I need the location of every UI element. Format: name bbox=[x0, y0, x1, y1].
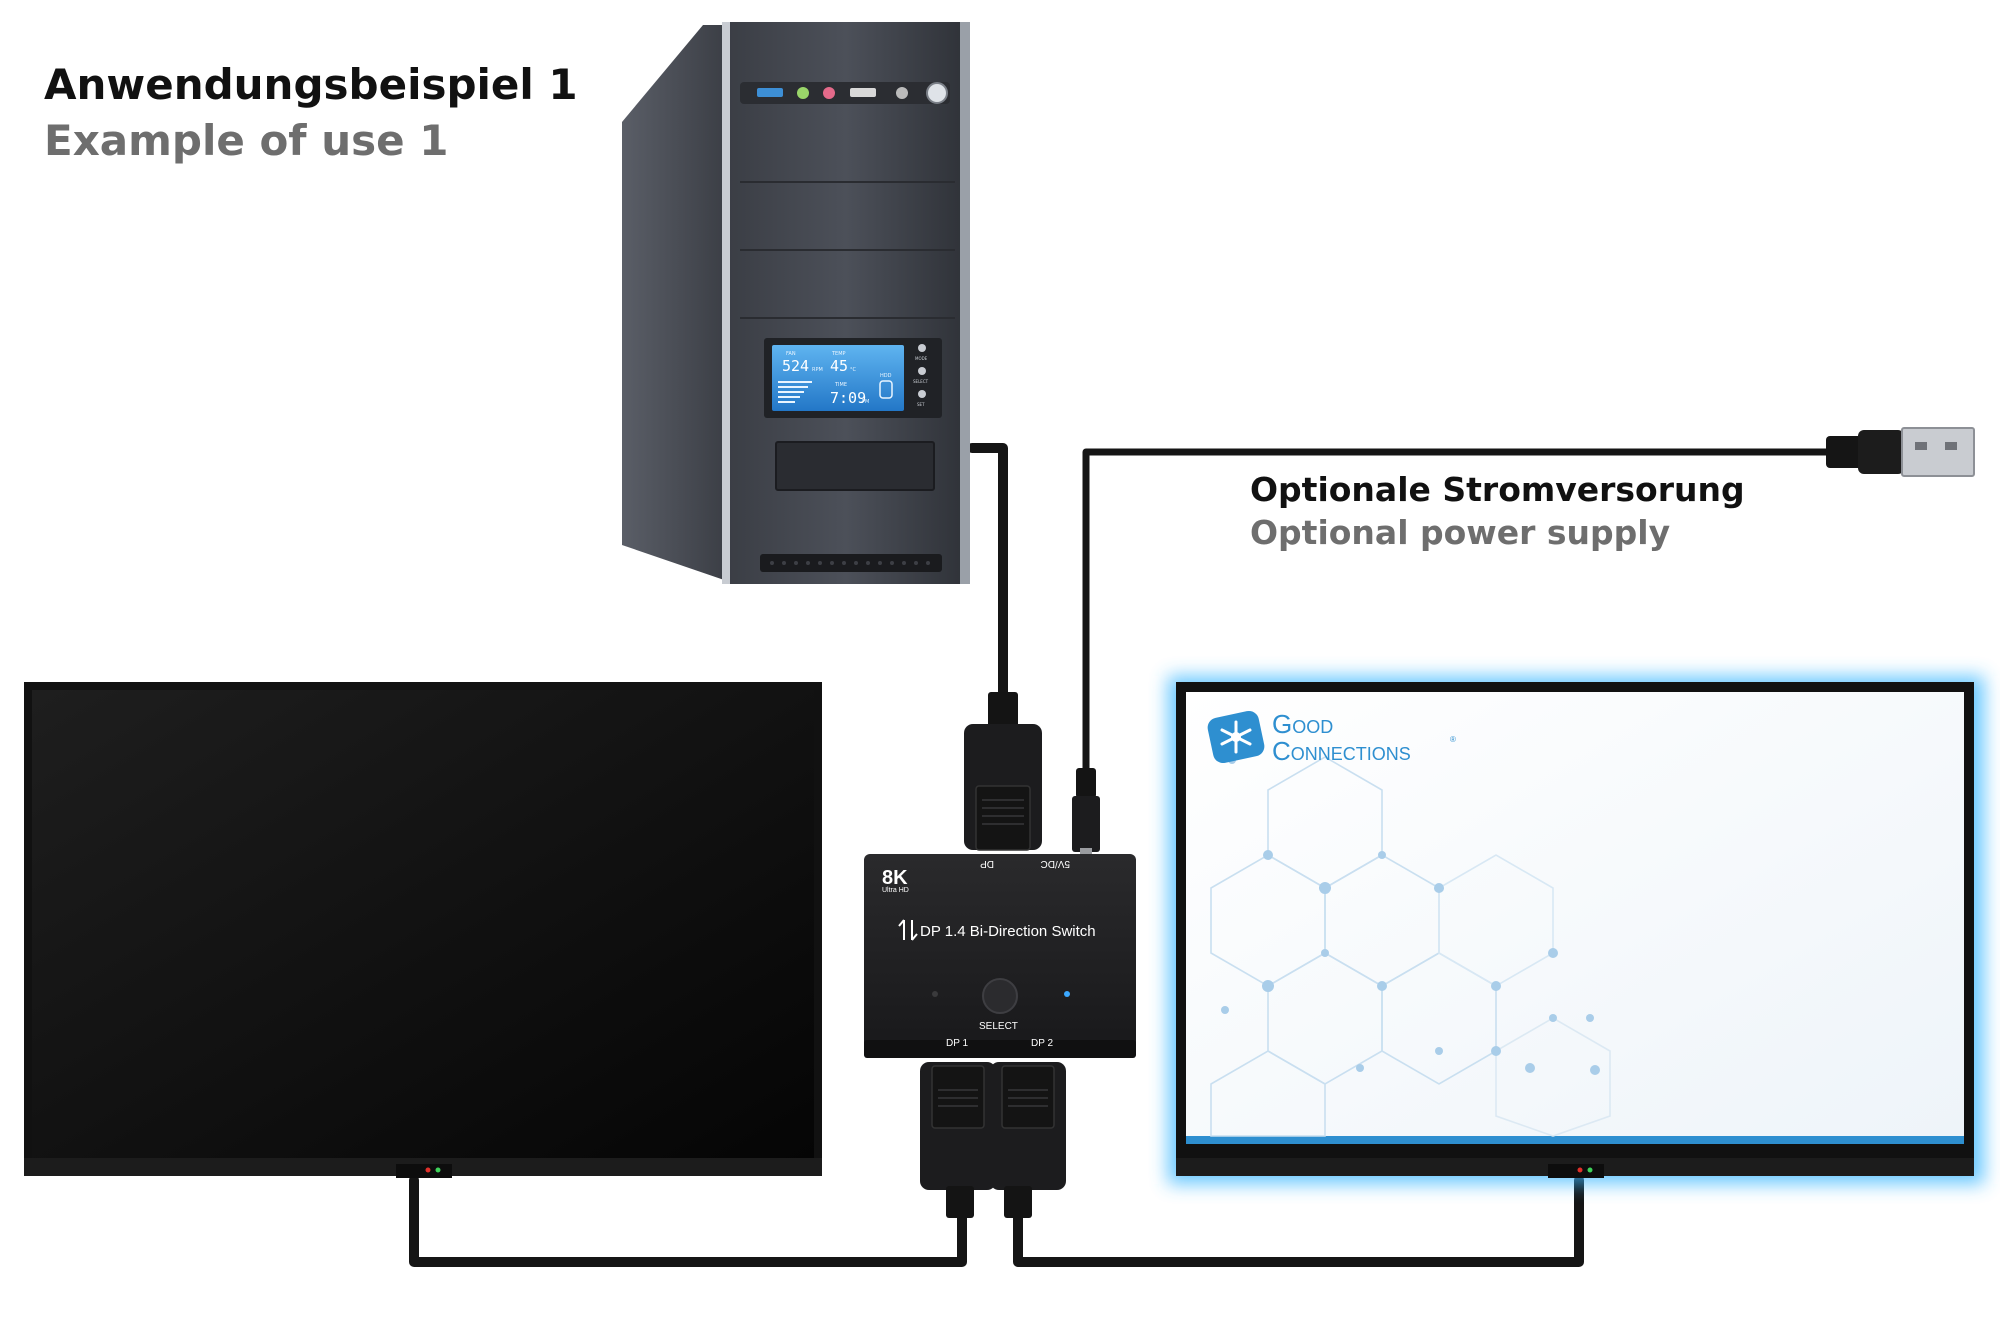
left-monitor bbox=[24, 682, 822, 1178]
lcd-mode-label: MODE bbox=[915, 356, 928, 361]
heading-english: Example of use 1 bbox=[44, 116, 449, 165]
bidirection-arrows-icon bbox=[898, 919, 918, 941]
switch-dp-port-label: DP bbox=[980, 858, 994, 869]
power-note-english: Optional power supply bbox=[1250, 513, 1671, 552]
dp2-indicator-led bbox=[1064, 991, 1070, 997]
dp-connector-top bbox=[964, 692, 1042, 851]
dp2-connector bbox=[990, 1062, 1066, 1218]
lcd-set-button bbox=[918, 390, 926, 398]
pc-bottom-vent bbox=[760, 554, 942, 572]
lcd-temp-unit: °C bbox=[850, 367, 857, 373]
switch-5vdc-port-label: 5V/DC bbox=[1041, 858, 1070, 869]
lcd-temp-value: 45 bbox=[830, 357, 848, 375]
switch-product-name: DP 1.4 Bi-Direction Switch bbox=[920, 923, 1096, 940]
switch-dp2-label: DP 2 bbox=[1031, 1038, 1053, 1049]
switch-dp1-label: DP 1 bbox=[946, 1038, 968, 1049]
usb3-port-icon bbox=[757, 88, 783, 97]
usb-power-cable bbox=[1082, 448, 1834, 794]
power-barrel-plug bbox=[1072, 768, 1100, 858]
select-button bbox=[982, 978, 1018, 1014]
pc-tower: FAN 524 RPM TEMP 45 °C TIME 7:09 PM HDD … bbox=[622, 22, 970, 584]
logo-line-good: Good bbox=[1272, 709, 1333, 739]
heading-german: Anwendungsbeispiel 1 bbox=[44, 60, 578, 109]
cables bbox=[409, 443, 1834, 1267]
lcd-bar-graph bbox=[778, 381, 812, 403]
usb2-port-icon bbox=[850, 88, 876, 97]
lcd-temp-label: TEMP bbox=[831, 351, 846, 357]
lcd-mode-button bbox=[918, 344, 926, 352]
lcd-select-button bbox=[918, 367, 926, 375]
lcd-hdd-label: HDD bbox=[880, 373, 892, 379]
lcd-time-unit: PM bbox=[862, 399, 869, 405]
left-monitor-power-led bbox=[425, 1167, 431, 1173]
right-monitor-status-led bbox=[1587, 1167, 1593, 1173]
right-monitor-taskbar bbox=[1186, 1136, 1964, 1144]
power-note-german: Optionale Stromversorung bbox=[1250, 470, 1745, 509]
lcd-hdd-icon bbox=[879, 380, 893, 399]
usb-a-plug bbox=[1826, 427, 1975, 477]
lcd-select-label: SELECT bbox=[913, 379, 929, 384]
lcd-fan-value: 524 bbox=[782, 357, 809, 375]
dp2-cable-right-monitor bbox=[1013, 1175, 1584, 1267]
lcd-fan-unit: RPM bbox=[812, 367, 823, 373]
logo-line-connections: Connections bbox=[1272, 736, 1411, 766]
fan-controller-lcd bbox=[772, 345, 904, 411]
switch-ultra-hd-label: Ultra HD bbox=[882, 887, 909, 894]
good-connections-logo: Good Connections ® bbox=[1207, 709, 1456, 766]
pc-dp-cable bbox=[967, 443, 1008, 700]
right-monitor-screen bbox=[1186, 692, 1964, 1144]
left-monitor-screen bbox=[32, 690, 814, 1158]
audio-out-icon bbox=[797, 87, 809, 99]
lcd-time-label: TIME bbox=[834, 382, 847, 388]
dp1-cable-left-monitor bbox=[409, 1175, 967, 1267]
dp-switch-box: 8K Ultra HD DP 5V/DC DP 1.4 Bi-Direction… bbox=[864, 854, 1136, 1058]
logo-registered-mark: ® bbox=[1450, 735, 1456, 744]
switch-8k-badge: 8K bbox=[882, 867, 908, 889]
connectors bbox=[920, 692, 1100, 1218]
lcd-set-label: SET bbox=[917, 402, 925, 407]
mic-in-icon bbox=[823, 87, 835, 99]
lcd-fan-label: FAN bbox=[786, 351, 796, 357]
reset-button-icon bbox=[896, 87, 908, 99]
power-button-icon bbox=[926, 82, 948, 104]
right-monitor: Good Connections ® bbox=[1168, 676, 1984, 1184]
switch-housing bbox=[864, 854, 1136, 1058]
dp1-indicator-led bbox=[932, 991, 938, 997]
left-monitor-status-led bbox=[435, 1167, 441, 1173]
lcd-time-value: 7:09 bbox=[830, 389, 866, 407]
dp1-connector bbox=[920, 1062, 996, 1218]
right-monitor-power-led bbox=[1577, 1167, 1583, 1173]
switch-select-label: SELECT bbox=[979, 1021, 1018, 1032]
